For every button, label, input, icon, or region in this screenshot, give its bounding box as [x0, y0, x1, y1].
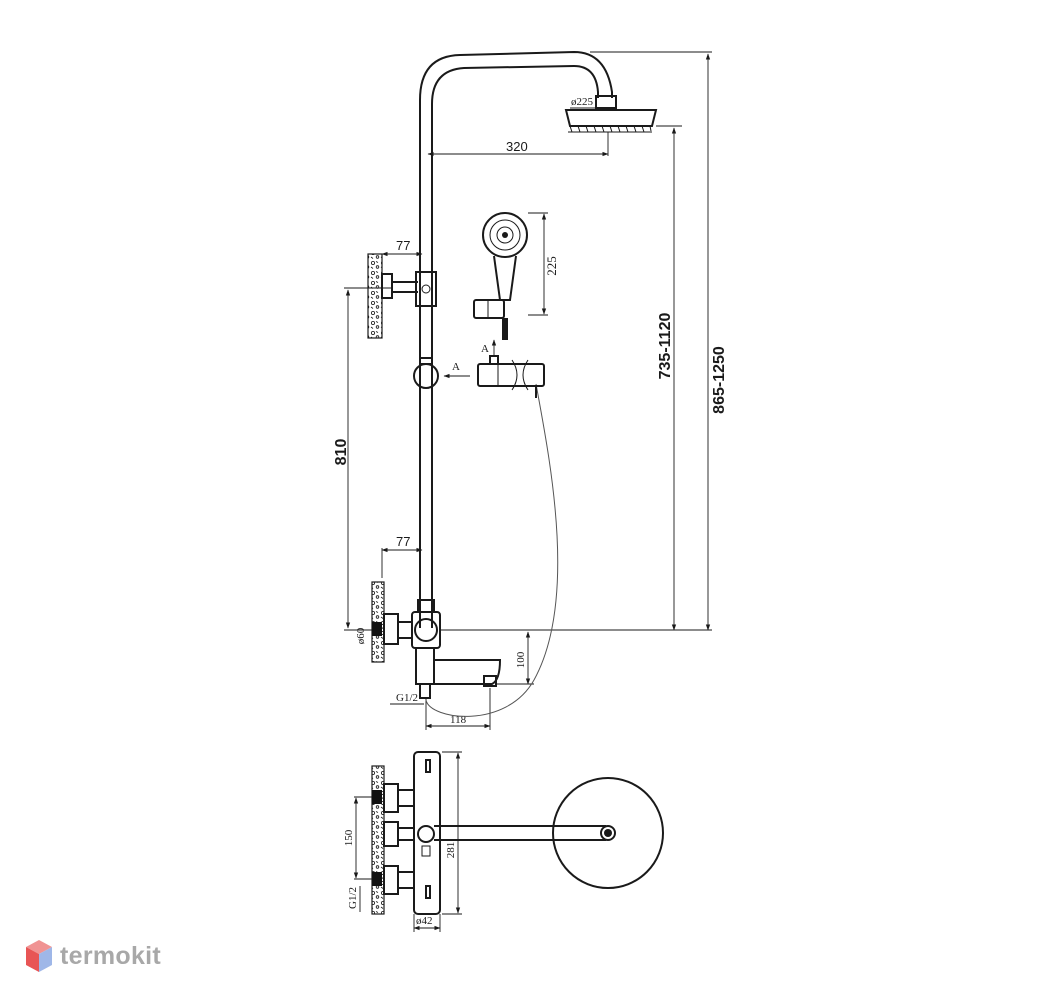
head-diameter-label: ø225	[571, 96, 594, 108]
overhead-shower-head	[564, 95, 658, 133]
section-marker-front: A	[452, 361, 460, 373]
front-view: ø225 320 865-1250 735-1120	[333, 50, 728, 730]
mixer-length-label: 281	[445, 842, 457, 859]
upper-wall-bracket	[367, 253, 437, 339]
spout-height-label: 100	[515, 651, 527, 668]
spout-length-label: 118	[450, 714, 467, 726]
mixer-body	[371, 581, 502, 699]
cube-logo-icon	[26, 940, 52, 972]
shower-hose	[425, 383, 559, 717]
top-center-distance-label: 150	[343, 829, 355, 846]
thread-label-front: G1/2	[396, 692, 418, 704]
hand-shower	[473, 212, 528, 340]
slider-range-label: 735-1120	[657, 313, 674, 380]
lower-bracket-offset-dimension: 77	[381, 534, 423, 578]
spout-length-dimension: G1/2 118	[390, 688, 491, 730]
slider-range-dimension: 735-1120	[656, 125, 682, 631]
section-marker-detail: A	[481, 343, 489, 355]
spout-height-dimension: 100	[496, 631, 534, 685]
slider-detail: A	[477, 339, 545, 398]
hand-shower-dimension: 225	[528, 212, 559, 316]
connector-diameter-label: ø60	[355, 627, 367, 644]
lower-offset-label: 77	[396, 534, 410, 549]
bracket-spacing-label: 810	[333, 439, 350, 466]
total-height-dimension: 865-1250	[440, 51, 728, 631]
upper-bracket-offset-dimension: 77	[381, 238, 423, 270]
arm-length-dimension: 320	[427, 132, 609, 157]
total-height-label: 865-1250	[711, 346, 728, 414]
riser-pipe	[419, 50, 613, 628]
arm-length-label: 320	[506, 139, 528, 154]
hand-shower-length-label: 225	[544, 256, 559, 276]
brand-name: termokit	[60, 941, 162, 970]
riser-slider: A	[413, 357, 470, 389]
top-thread-label: G1/2	[347, 887, 359, 909]
brand-logo: termokit	[24, 938, 161, 974]
bracket-spacing-dimension: 810	[333, 287, 392, 631]
upper-offset-label: 77	[396, 238, 410, 253]
mixer-diameter-label: ø42	[416, 915, 433, 927]
top-view: 150 G1/2 281 ø42	[343, 751, 664, 932]
